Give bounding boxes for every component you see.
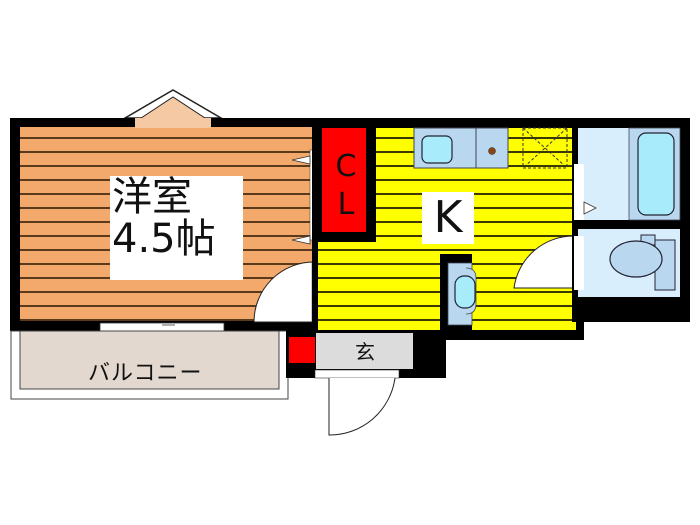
kitchen-label: K	[422, 192, 474, 244]
closet-label: C L	[322, 148, 370, 224]
bathroom-block	[572, 118, 690, 322]
bay-window	[122, 89, 224, 123]
room-type-label: 洋室	[112, 174, 192, 220]
door-swing	[513, 235, 575, 289]
room-size-label: 4.5帖	[112, 216, 216, 262]
western-room-label: 洋室 4.5帖	[110, 176, 243, 280]
entrance-door-swing	[328, 377, 396, 436]
entrance	[286, 330, 446, 436]
shoe-box	[289, 337, 315, 363]
entrance-label: 玄	[355, 340, 375, 364]
balcony-sliding-door	[99, 322, 225, 332]
stove-icon	[488, 147, 496, 155]
toilet-icon	[609, 240, 663, 278]
fridge-space	[522, 127, 568, 169]
kitchen-counter	[413, 127, 568, 169]
closet	[318, 118, 376, 242]
closet-label-c: C	[335, 149, 357, 184]
balcony	[10, 330, 289, 400]
washer-niche	[440, 254, 477, 330]
closet-label-l: L	[337, 187, 355, 222]
balcony-label: バルコニー	[88, 361, 203, 386]
washer-icon	[454, 275, 476, 309]
sink-icon	[421, 135, 453, 164]
bathtub-icon	[637, 132, 675, 216]
